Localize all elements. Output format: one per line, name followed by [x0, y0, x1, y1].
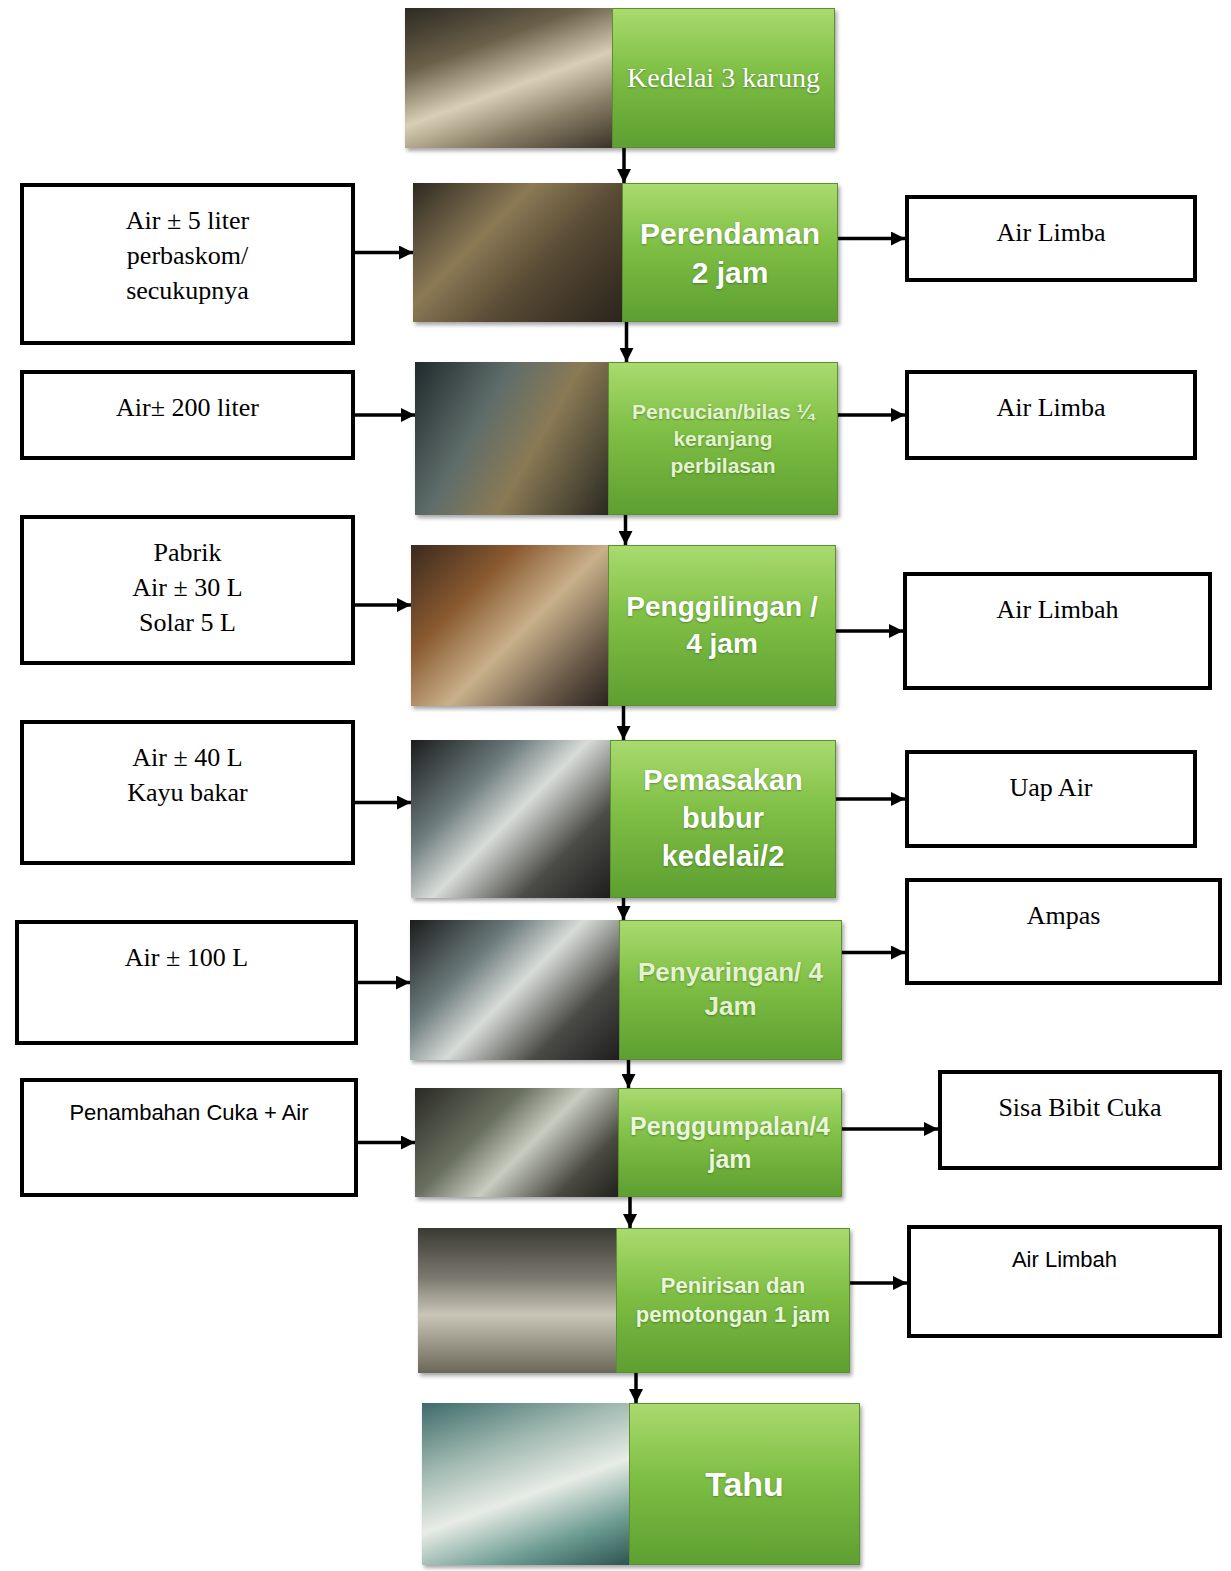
flow-arrow: [622, 898, 626, 920]
io-label: Air Limbah: [919, 592, 1196, 627]
io-label: Air ± 5 liter perbaskom/ secukupnya: [64, 203, 311, 308]
io-label: Air Limba: [921, 215, 1181, 250]
io-label: Air ± 40 L: [36, 740, 339, 775]
flow-arrow: [624, 515, 628, 545]
label-group: Penyaringan/ 4 Jam: [630, 956, 831, 1024]
io-box: Air± 200 liter: [20, 370, 355, 460]
step-label: Tahu: [705, 1462, 784, 1506]
label-panel: Penyaringan/ 4 Jam: [619, 920, 842, 1060]
label-panel: Penirisan dan pemotongan 1 jam: [616, 1228, 850, 1373]
label-panel: Kedelai 3 karung: [612, 8, 835, 148]
label-panel: Pemasakan bubur kedelai/2: [610, 740, 836, 898]
process-box: Pemasakan bubur kedelai/2: [411, 740, 836, 898]
step-label: Penggilingan / 4 jam: [619, 589, 825, 662]
process-box: Perendaman 2 jam: [413, 183, 838, 322]
process-box: Penyaringan/ 4 Jam: [410, 920, 842, 1060]
io-label: Penambahan Cuka + Air: [36, 1098, 342, 1128]
label-group: Perendaman 2 jam: [633, 214, 827, 292]
io-box: Air Limbah: [903, 572, 1212, 690]
io-box: PabrikAir ± 30 LSolar 5 L: [20, 515, 355, 665]
flow-arrow: [838, 413, 905, 417]
step-label: Penyaringan/ 4 Jam: [630, 956, 831, 1024]
io-box: Air Limba: [905, 370, 1197, 460]
flow-arrow: [358, 981, 410, 985]
label-panel: Tahu: [629, 1403, 860, 1565]
io-label: Ampas: [921, 898, 1206, 933]
io-label: Air Limba: [921, 390, 1181, 425]
io-box: Uap Air: [905, 750, 1197, 848]
flow-arrow: [634, 1373, 638, 1403]
io-label: Sisa Bibit Cuka: [954, 1090, 1206, 1125]
process-photo: [411, 740, 610, 898]
io-label: Uap Air: [921, 770, 1181, 805]
label-panel: Penggilingan / 4 jam: [608, 545, 836, 706]
label-group: Penggilingan / 4 jam: [619, 589, 825, 662]
io-label: Air± 200 liter: [36, 390, 339, 425]
process-photo: [413, 183, 622, 322]
io-box: Penambahan Cuka + Air: [20, 1078, 358, 1197]
io-box: Sisa Bibit Cuka: [938, 1070, 1222, 1170]
process-box: Penggumpalan/4 jam: [415, 1088, 842, 1197]
flow-arrow: [622, 148, 626, 183]
io-box: Air Limba: [905, 195, 1197, 282]
flow-arrow: [838, 237, 905, 241]
step-label: Pencucian/bilas ¼ keranjang perbilasan: [619, 398, 827, 480]
process-box: Kedelai 3 karung: [405, 8, 835, 148]
step-label: Penirisan dan pemotongan 1 jam: [627, 1272, 839, 1329]
io-label: Air ± 100 L: [31, 940, 342, 975]
process-photo: [415, 362, 608, 515]
io-box: Air Limbah: [907, 1225, 1222, 1338]
io-label: Air ± 30 L: [36, 570, 339, 605]
process-photo: [415, 1088, 618, 1197]
label-panel: Perendaman 2 jam: [622, 183, 838, 322]
label-panel: Penggumpalan/4 jam: [618, 1088, 842, 1197]
step-label: Kedelai 3 karung: [627, 60, 820, 96]
flow-arrow: [850, 1281, 907, 1285]
io-label: Pabrik: [36, 535, 339, 570]
process-photo: [418, 1228, 616, 1373]
label-group: Pemasakan bubur kedelai/2: [621, 762, 825, 875]
flow-arrow: [355, 801, 411, 805]
flow-arrow: [628, 1197, 632, 1228]
process-box: Penggilingan / 4 jam: [411, 545, 836, 706]
process-photo: [405, 8, 612, 148]
io-box: Air ± 100 L: [15, 920, 358, 1045]
flow-arrow: [358, 1141, 415, 1145]
process-photo: [422, 1403, 629, 1565]
io-box: Air ± 5 liter perbaskom/ secukupnya: [20, 183, 355, 345]
process-box: Penirisan dan pemotongan 1 jam: [418, 1228, 850, 1373]
flow-arrow: [622, 706, 626, 740]
process-photo: [410, 920, 619, 1060]
io-label: Air Limbah: [923, 1245, 1206, 1275]
flow-arrow: [625, 322, 629, 362]
label-group: Penggumpalan/4 jam: [629, 1110, 831, 1175]
step-label: Penggumpalan/4 jam: [629, 1110, 831, 1175]
label-panel: Pencucian/bilas ¼ keranjang perbilasan: [608, 362, 838, 515]
flow-arrow: [836, 797, 905, 801]
io-box: Air ± 40 LKayu bakar: [20, 720, 355, 865]
process-box: Tahu: [422, 1403, 860, 1565]
process-box: Pencucian/bilas ¼ keranjang perbilasan: [415, 362, 838, 515]
io-label: Kayu bakar: [36, 775, 339, 810]
step-label: Pemasakan bubur kedelai/2: [621, 762, 825, 875]
io-box: Ampas: [905, 878, 1222, 985]
flow-arrow: [836, 629, 903, 633]
flow-arrow: [842, 951, 905, 955]
flow-arrow: [355, 251, 413, 255]
label-group: Tahu: [705, 1462, 784, 1506]
flow-arrow: [842, 1127, 938, 1131]
step-label: Perendaman 2 jam: [633, 214, 827, 292]
label-group: Pencucian/bilas ¼ keranjang perbilasan: [619, 398, 827, 480]
flow-arrow: [355, 603, 411, 607]
flow-arrow: [627, 1060, 631, 1088]
label-group: Kedelai 3 karung: [627, 60, 820, 96]
label-group: Penirisan dan pemotongan 1 jam: [627, 1272, 839, 1329]
process-photo: [411, 545, 608, 706]
flow-arrow: [355, 413, 415, 417]
io-label: Solar 5 L: [36, 605, 339, 640]
